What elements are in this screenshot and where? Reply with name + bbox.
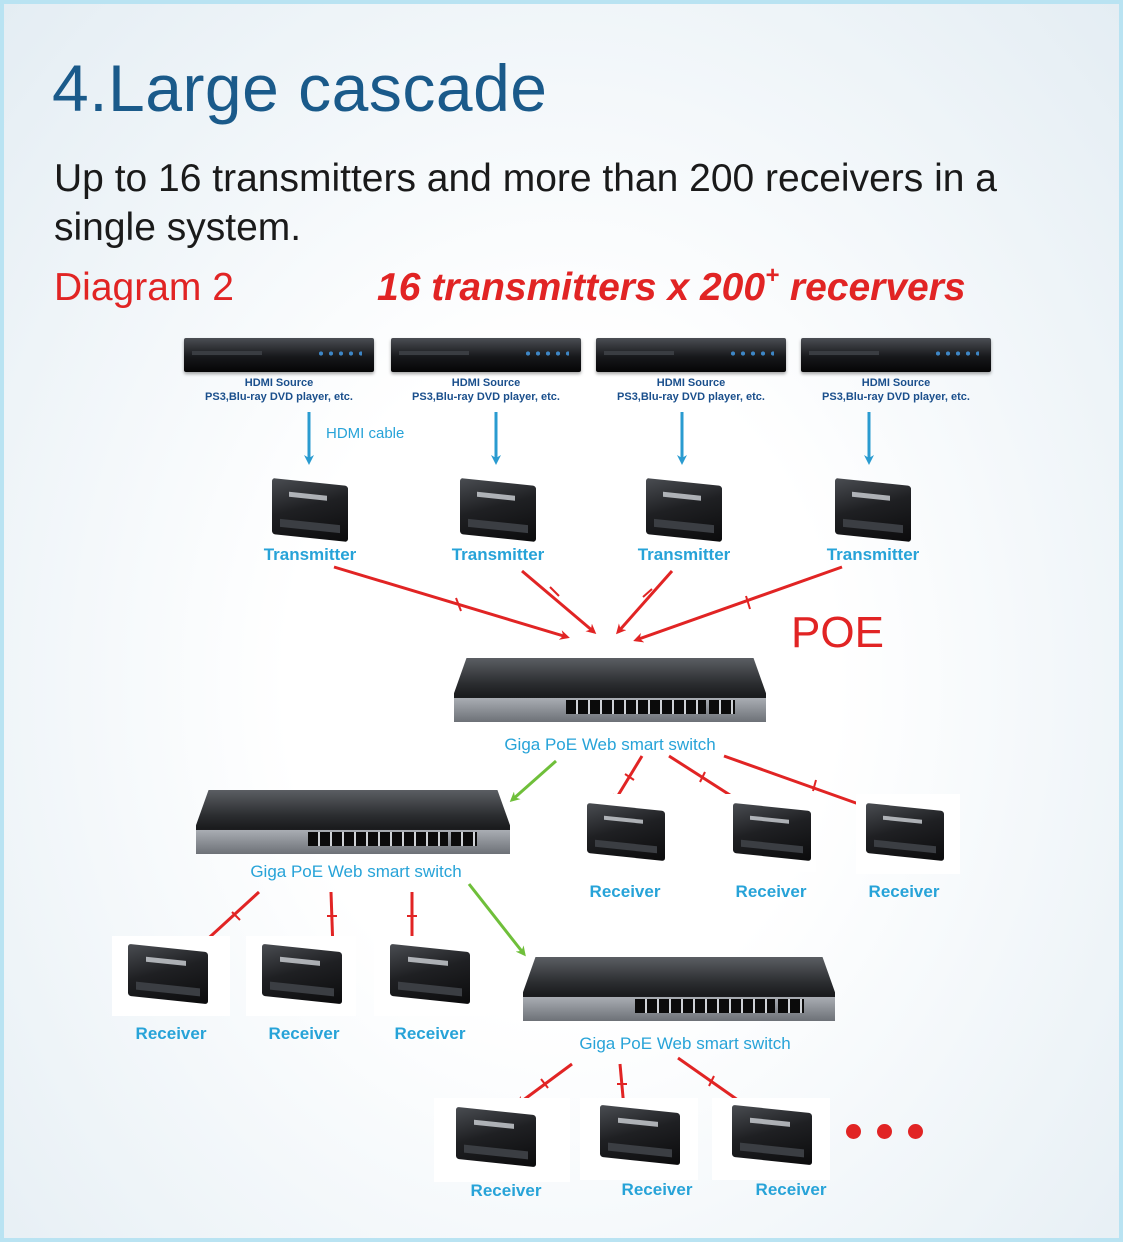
receiver-8: [600, 1104, 680, 1166]
receiver-label: Receiver: [394, 1024, 466, 1043]
cascade-arrow-1: [509, 759, 557, 802]
tx-arrow-3: [616, 570, 674, 635]
tx-arrow-4: [633, 565, 843, 643]
receiver-icon: [390, 943, 470, 1005]
transmitter-2: [460, 478, 536, 542]
receiver-icon: [456, 1106, 536, 1168]
transmitter-icon: [646, 478, 722, 542]
dvd-player-icon: [391, 338, 581, 372]
receiver-icon: [732, 1104, 812, 1166]
dvd-player-icon: [801, 338, 991, 372]
hdmi-source-2: HDMI Source PS3,Blu-ray DVD player, etc.: [391, 338, 581, 410]
receiver-3: [866, 802, 944, 862]
receiver-icon: [587, 802, 665, 862]
receiver-label: Receiver: [589, 882, 661, 901]
receiver-icon: [262, 943, 342, 1005]
source-caption-line2: PS3,Blu-ray DVD player, etc.: [205, 391, 353, 403]
source-caption: HDMI Source PS3,Blu-ray DVD player, etc.: [791, 376, 1001, 404]
receiver-7: [456, 1106, 536, 1168]
transmitter-1: [272, 478, 348, 542]
transmitter-label: Transmitter: [451, 545, 545, 564]
receiver-label: Receiver: [621, 1180, 693, 1199]
source-caption-line2: PS3,Blu-ray DVD player, etc.: [617, 391, 765, 403]
receiver-2: [733, 802, 811, 862]
source-caption-line1: HDMI Source: [451, 377, 521, 389]
source-caption-line1: HDMI Source: [244, 377, 314, 389]
transmitter-3: [646, 478, 722, 542]
tx-arrow-2: [521, 569, 597, 634]
transmitter-icon: [272, 478, 348, 542]
receiver-icon: [128, 943, 208, 1005]
hdmi-cable-label: HDMI cable: [326, 425, 405, 442]
hdmi-source-3: HDMI Source PS3,Blu-ray DVD player, etc.: [596, 338, 786, 410]
hdmi-source-4: HDMI Source PS3,Blu-ray DVD player, etc.: [801, 338, 991, 410]
headline-suffix: recervers: [779, 266, 966, 309]
receiver-5: [262, 943, 342, 1005]
receiver-icon: [866, 802, 944, 862]
source-caption: HDMI Source PS3,Blu-ray DVD player, etc.: [586, 376, 796, 404]
tx-arrow-1: [333, 565, 570, 640]
receiver-9: [732, 1104, 812, 1166]
headline: 16 transmitters x 200+ recervers: [377, 262, 966, 310]
transmitter-icon: [835, 478, 911, 542]
cascade-arrow-2: [467, 883, 526, 957]
network-switch-1: [454, 658, 766, 722]
receiver-icon: [600, 1104, 680, 1166]
transmitter-label: Transmitter: [826, 545, 920, 564]
receiver-label: Receiver: [735, 882, 807, 901]
source-caption: HDMI Source PS3,Blu-ray DVD player, etc.: [381, 376, 591, 404]
headline-prefix: 16 transmitters x 200: [377, 266, 766, 309]
transmitter-icon: [460, 478, 536, 542]
dvd-player-icon: [184, 338, 374, 372]
receiver-label: Receiver: [268, 1024, 340, 1043]
more-ellipsis-icon: [846, 1124, 939, 1144]
transmitter-4: [835, 478, 911, 542]
source-caption-line2: PS3,Blu-ray DVD player, etc.: [822, 391, 970, 403]
switch-label: Giga PoE Web smart switch: [579, 1034, 791, 1053]
receiver-1: [587, 802, 665, 862]
source-caption-line1: HDMI Source: [861, 377, 931, 389]
receiver-label: Receiver: [755, 1180, 827, 1199]
dvd-player-icon: [596, 338, 786, 372]
poe-label: POE: [791, 608, 884, 657]
page-title: 4.Large cascade: [52, 51, 548, 125]
headline-sup: +: [765, 262, 780, 289]
diagram-label: Diagram 2: [54, 266, 234, 309]
receiver-icon: [733, 802, 811, 862]
source-caption-line1: HDMI Source: [656, 377, 726, 389]
receiver-4: [128, 943, 208, 1005]
transmitter-label: Transmitter: [637, 545, 731, 564]
subtitle: Up to 16 transmitters and more than 200 …: [54, 157, 997, 249]
switch-label: Giga PoE Web smart switch: [250, 862, 462, 881]
sw1-rx-arrow-3: [723, 754, 873, 811]
receiver-label: Receiver: [868, 882, 940, 901]
connection-arrows: [197, 412, 874, 1112]
receiver-6: [390, 943, 470, 1005]
source-caption: HDMI Source PS3,Blu-ray DVD player, etc.: [174, 376, 384, 404]
switch-label: Giga PoE Web smart switch: [504, 735, 716, 754]
source-caption-line2: PS3,Blu-ray DVD player, etc.: [412, 391, 560, 403]
network-switch-3: [523, 957, 835, 1021]
receiver-label: Receiver: [135, 1024, 207, 1043]
transmitter-label: Transmitter: [263, 545, 357, 564]
hdmi-source-1: HDMI Source PS3,Blu-ray DVD player, etc.: [184, 338, 374, 410]
receiver-label: Receiver: [470, 1181, 542, 1200]
network-switch-2: [196, 790, 510, 854]
